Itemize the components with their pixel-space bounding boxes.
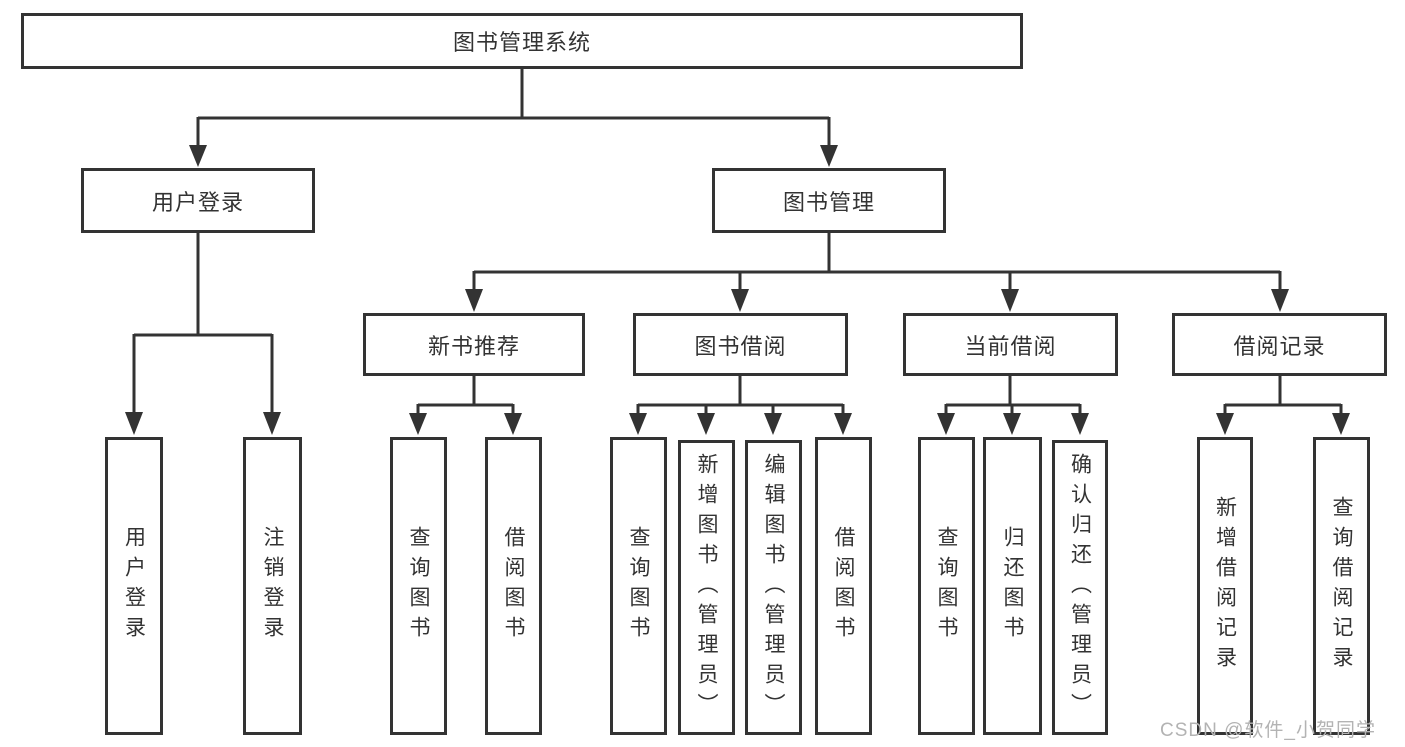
leaf-confirm-return-admin: 确认归还（管理员） <box>1052 440 1108 735</box>
leaf-edit-book-admin: 编辑图书（管理员） <box>745 440 802 735</box>
node-borrowing-records: 借阅记录 <box>1172 313 1387 376</box>
leaf-query-borrow-record: 查询借阅记录 <box>1313 437 1370 735</box>
node-book-management: 图书管理 <box>712 168 946 233</box>
leaf-borrow-books-borrowing: 借阅图书 <box>815 437 872 735</box>
leaf-user-login: 用户登录 <box>105 437 163 735</box>
node-book-borrowing: 图书借阅 <box>633 313 848 376</box>
node-user-login: 用户登录 <box>81 168 315 233</box>
node-root-library-system: 图书管理系统 <box>21 13 1023 69</box>
leaf-query-books-current: 查询图书 <box>918 437 975 735</box>
leaf-add-borrow-record: 新增借阅记录 <box>1197 437 1253 735</box>
arrowheads <box>125 145 1350 435</box>
csdn-watermark: CSDN @软件_小贺同学 <box>1160 720 1376 741</box>
leaf-query-books-borrowing: 查询图书 <box>610 437 667 735</box>
leaf-logout: 注销登录 <box>243 437 302 735</box>
leaf-return-book: 归还图书 <box>983 437 1042 735</box>
leaf-add-book-admin: 新增图书（管理员） <box>678 440 735 735</box>
node-new-book-recommend: 新书推荐 <box>363 313 585 376</box>
leaf-query-books-recommend: 查询图书 <box>390 437 447 735</box>
leaf-borrow-books-recommend: 借阅图书 <box>485 437 542 735</box>
node-current-borrowing: 当前借阅 <box>903 313 1118 376</box>
